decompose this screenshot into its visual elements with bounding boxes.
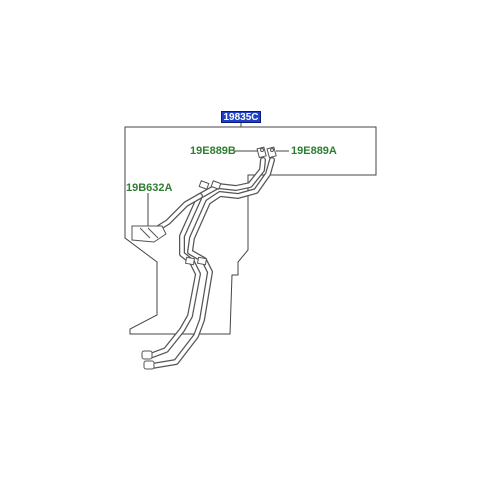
bracket-part	[131, 225, 167, 243]
pipe-clamps	[184, 180, 222, 266]
pipe-end-fittings	[141, 350, 155, 370]
hose-clips	[256, 146, 277, 159]
callout-bracket[interactable]: 19B632A	[126, 182, 173, 194]
callout-leaders	[147, 150, 289, 226]
heater-pipe-assembly	[137, 157, 275, 369]
main-part-number-label[interactable]: 19835C	[221, 111, 261, 123]
callout-clip-right[interactable]: 19E889A	[291, 145, 337, 157]
callout-clip-left[interactable]: 19E889B	[190, 145, 236, 157]
assembly-boundary	[124, 126, 377, 335]
